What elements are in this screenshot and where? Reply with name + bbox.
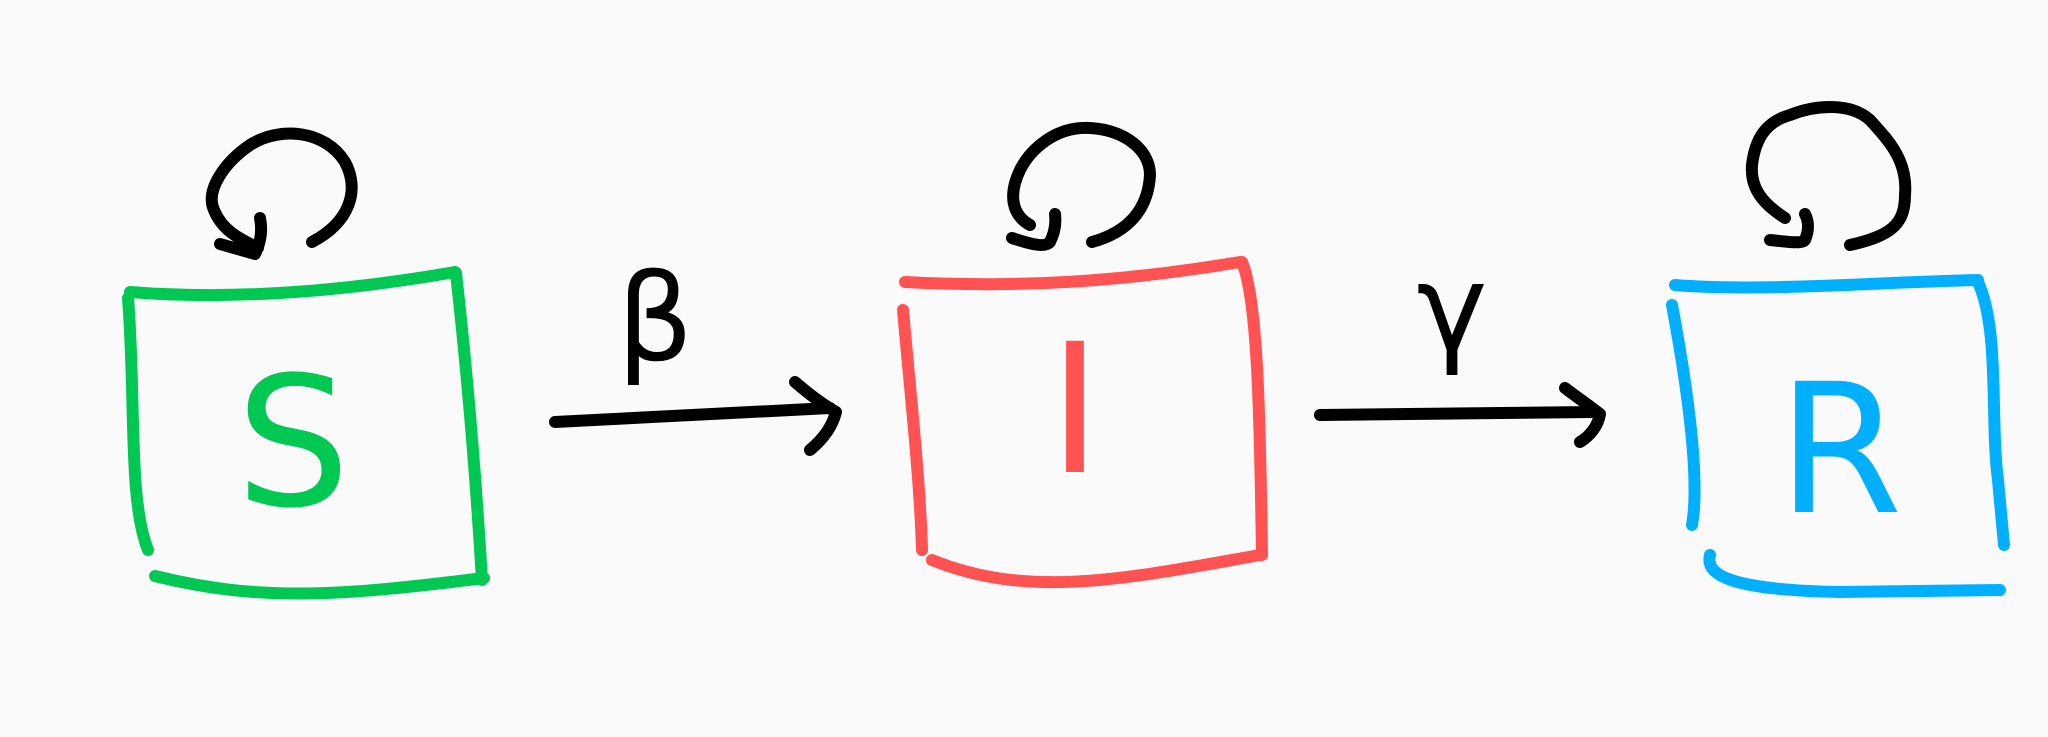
node-s-box bbox=[122, 266, 490, 600]
node-r: R bbox=[1666, 101, 2010, 598]
node-i-box bbox=[897, 256, 1268, 589]
node-s-label: S bbox=[236, 339, 350, 548]
transition-s-to-i: β bbox=[549, 250, 842, 456]
node-r-box bbox=[1666, 274, 2010, 598]
transition-i-to-r: γ bbox=[1314, 240, 1606, 448]
node-r-label: R bbox=[1777, 346, 1902, 555]
transition-s-to-i-label: β bbox=[617, 250, 694, 389]
node-i-self-loop-icon bbox=[1006, 121, 1156, 251]
node-r-self-loop-icon bbox=[1745, 101, 1912, 251]
transition-i-to-r-label: γ bbox=[1416, 240, 1487, 379]
transition-s-to-i-arrow bbox=[549, 376, 842, 456]
node-i: I bbox=[897, 121, 1268, 589]
transition-i-to-r-arrow bbox=[1314, 382, 1606, 448]
node-i-label: I bbox=[1048, 306, 1101, 515]
node-s: S bbox=[122, 127, 490, 600]
node-s-self-loop-icon bbox=[205, 127, 358, 260]
